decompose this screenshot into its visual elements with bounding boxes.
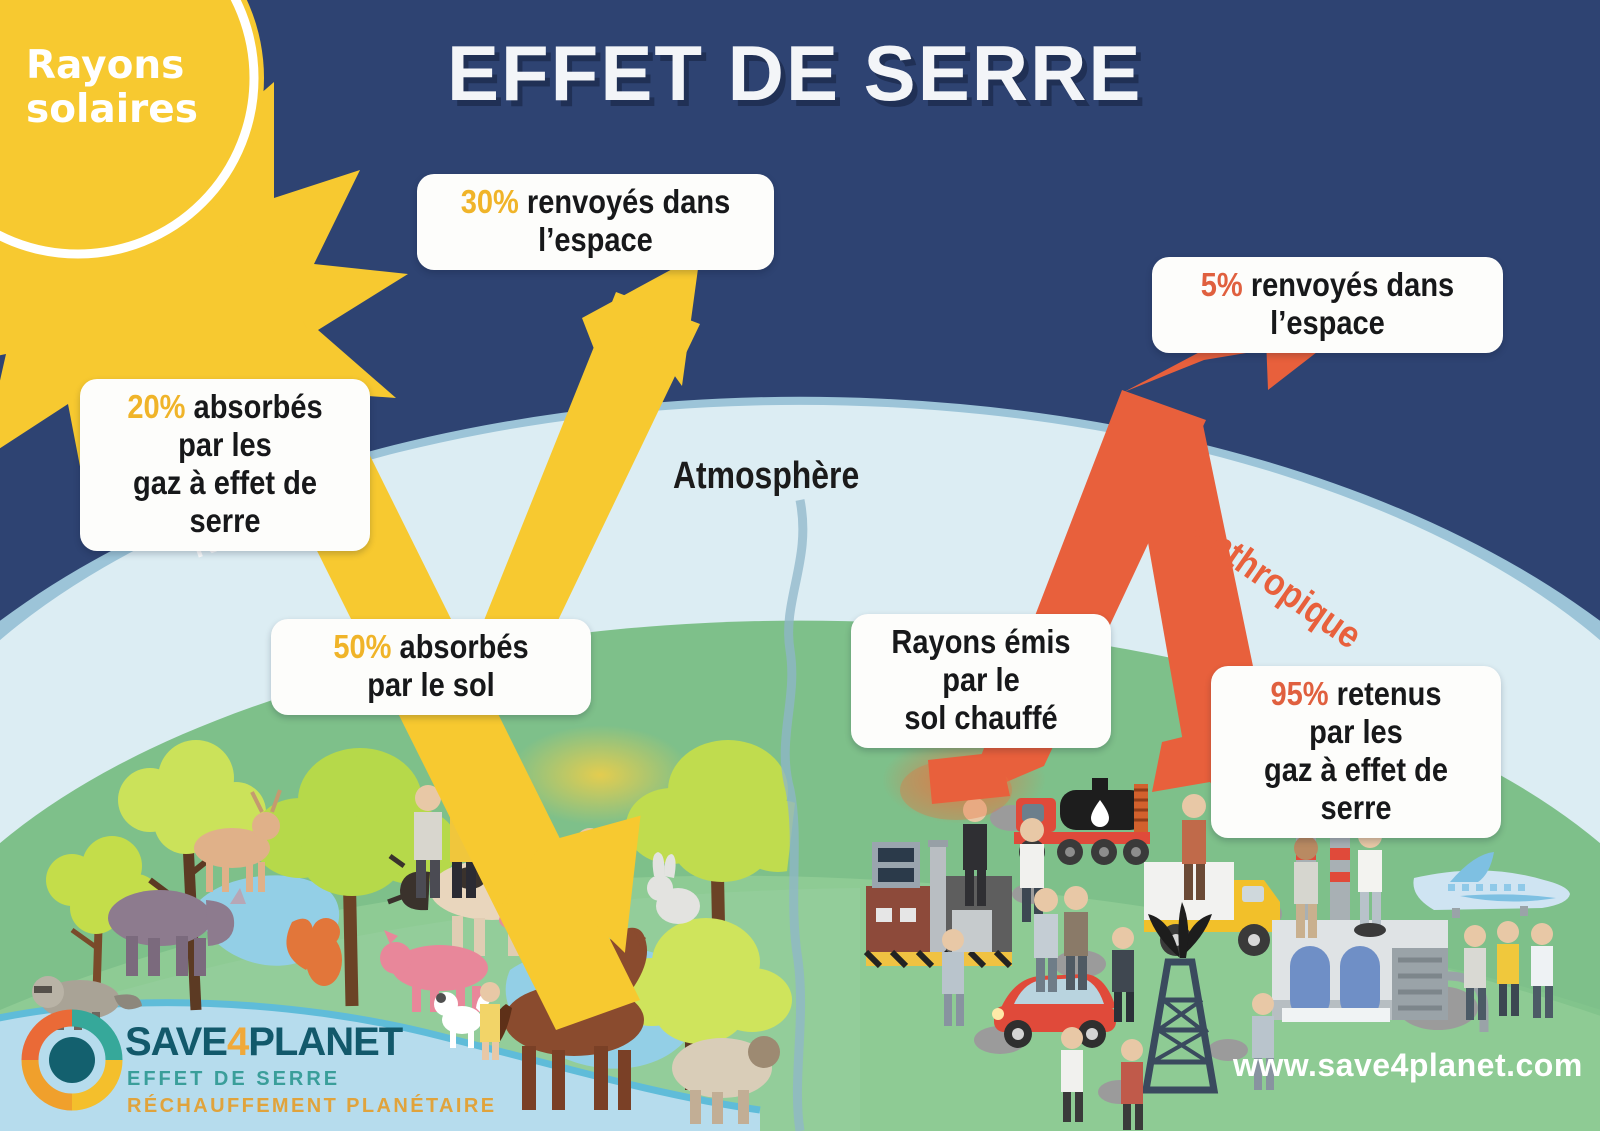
logo-name-digit: 4 [226, 1020, 249, 1064]
website-url: www.save4planet.com [1233, 1047, 1583, 1083]
sun-label: Rayons solaires [26, 44, 198, 132]
callout-text-line1: Rayons émis par le [891, 623, 1071, 698]
callout-percent: 5% [1200, 266, 1243, 303]
logo-tagline-2: RÉCHAUFFEMENT PLANÉTAIRE [127, 1095, 497, 1117]
callout-text: renvoyés dans l’espace [1242, 266, 1455, 341]
person [1182, 794, 1206, 900]
goat [194, 789, 282, 892]
save4planet-logo-mark [21, 1009, 123, 1111]
callout-text-line2: gaz à effet de serre [1264, 751, 1448, 826]
anthropogenic-landscape [863, 716, 1570, 1130]
child [480, 982, 500, 1060]
sun-label-line2: solaires [26, 87, 198, 132]
callout-percent: 95% [1270, 675, 1329, 712]
person [1112, 927, 1134, 1022]
person [1531, 923, 1553, 1018]
person [942, 929, 964, 1026]
person [1497, 921, 1519, 1016]
callout-percent: 30% [460, 183, 519, 220]
tree [626, 740, 800, 1001]
sun-label-line1: Rayons [26, 43, 185, 88]
callout-text: absorbés par le sol [367, 628, 529, 703]
pig [380, 930, 488, 1012]
callout-percent: 50% [333, 628, 392, 665]
callout-text-line2: sol chauffé [904, 699, 1058, 736]
callout-retained-greenhouse-gases: 95% retenus par les gaz à effet de serre [1211, 666, 1501, 838]
oil-derrick [1141, 902, 1219, 1094]
person [963, 798, 987, 906]
rabbit [647, 852, 700, 924]
rhino [108, 888, 246, 976]
tree [252, 748, 458, 1007]
person [1121, 1039, 1143, 1130]
person [1061, 1027, 1083, 1122]
oil-tanker-truck [1014, 778, 1150, 865]
logo-name-part2: PLANET [248, 1020, 403, 1064]
logo-wordmark: SAVE4PLANET [125, 1020, 403, 1065]
squirrel [286, 918, 342, 986]
factory [863, 840, 1013, 969]
person [1464, 925, 1486, 1020]
person [1294, 836, 1318, 938]
callout-text-line1: absorbés par les [178, 388, 323, 463]
callout-absorbed-by-ground: 50% absorbés par le sol [271, 619, 591, 715]
natural-anthropogenic-divider [780, 499, 808, 1131]
callout-rays-emitted-heated-ground: Rayons émis par le sol chauffé [851, 614, 1111, 748]
ray-origin-block [928, 752, 1010, 804]
person [1064, 886, 1088, 990]
airplane [1413, 852, 1570, 918]
logo-name-part1: SAVE [125, 1020, 228, 1064]
person [1252, 993, 1274, 1090]
callout-reflected-space-anthropogenic: 5% renvoyés dans l’espace [1152, 257, 1503, 353]
person [1034, 888, 1058, 992]
logo-tagline-1: EFFET DE SERRE [127, 1068, 341, 1090]
callout-reflected-space-natural: 30% renvoyés dans l’espace [417, 174, 774, 270]
callout-percent: 20% [127, 388, 186, 425]
callout-text-line2: gaz à effet de serre [133, 464, 317, 539]
atmosphere-label: Atmosphère [673, 455, 860, 497]
person [414, 785, 442, 898]
callout-text: renvoyés dans l’espace [518, 183, 731, 258]
sheep [672, 1036, 780, 1124]
callout-absorbed-greenhouse-gases-natural: 20% absorbés par les gaz à effet de serr… [80, 379, 370, 551]
callout-text-line1: retenus par les [1309, 675, 1442, 750]
page-title: EFFET DE SERRE [447, 29, 1143, 117]
